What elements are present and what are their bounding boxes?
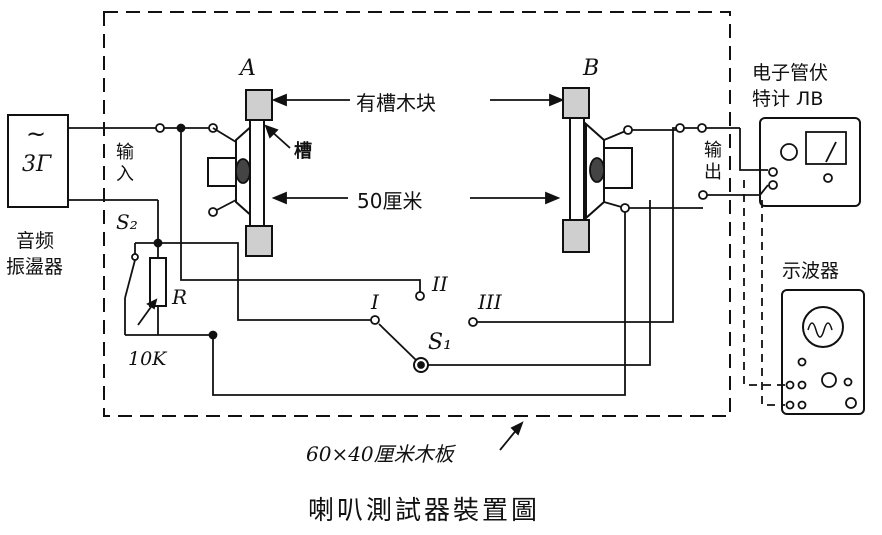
switch-pos-I-terminal xyxy=(370,315,380,325)
voltmeter-label-1: 电子管伏 xyxy=(752,62,829,84)
voltmeter-knob xyxy=(780,143,798,161)
wire-s1-common xyxy=(428,200,651,366)
wooden-board-outline xyxy=(103,11,731,417)
switch-pos-III-label: III xyxy=(478,290,502,314)
output-terminal-top-right xyxy=(697,123,707,133)
oscilloscope-knob-small-2 xyxy=(843,377,853,387)
switch-s1-blade xyxy=(378,323,417,361)
speaker-a-label: A xyxy=(240,56,256,81)
output-terminal-bottom-left xyxy=(698,190,708,200)
voltmeter-dial xyxy=(805,131,847,165)
speaker-a xyxy=(207,89,273,257)
switch-pos-II-terminal xyxy=(415,291,425,301)
audio-oscillator-box xyxy=(7,114,69,208)
resistor-r-label: R xyxy=(172,285,188,309)
oscilloscope-input-3 xyxy=(785,400,795,410)
voltmeter-box xyxy=(759,117,861,207)
output-terminal-top-left xyxy=(675,123,685,133)
voltmeter-label-2: 特计 ЛВ xyxy=(752,88,824,110)
voltmeter-needle xyxy=(825,141,837,163)
resistor-value-label: 10K xyxy=(128,348,167,370)
resistor-r xyxy=(149,257,167,307)
speaker-b-label: B xyxy=(583,56,600,81)
board-label: 60×40厘米木板 xyxy=(306,442,454,466)
oscilloscope-label: 示波器 xyxy=(782,260,840,282)
groove-label: 槽 xyxy=(294,141,312,162)
wire-output-to-meter-2 xyxy=(707,184,769,196)
oscilloscope-box xyxy=(781,289,865,415)
output-label: 输出 xyxy=(704,140,722,183)
input-label: 输入 xyxy=(116,142,134,185)
oscilloscope-input-2 xyxy=(797,380,807,390)
oscilloscope-input-1 xyxy=(785,380,795,390)
groove-pointer-head xyxy=(264,124,279,139)
wire-bottom-long xyxy=(212,208,626,396)
oscilloscope-knob-small-3 xyxy=(845,397,857,409)
dimension-left-head xyxy=(271,191,287,205)
oscillator-symbol: ~ xyxy=(26,120,47,148)
oscillator-name-1: 音频 xyxy=(16,230,55,252)
resistor-arrowhead xyxy=(146,298,158,310)
wire-to-switch-I xyxy=(158,242,372,321)
s2-pivot xyxy=(131,253,139,261)
voltmeter-terminal-1 xyxy=(768,167,778,177)
oscilloscope-screen xyxy=(802,306,844,348)
oscilloscope-input-4 xyxy=(797,400,807,410)
arrowhead-block-b xyxy=(549,93,565,107)
grooved-block-label: 有槽木块 xyxy=(356,91,436,115)
input-terminal-1 xyxy=(155,123,165,133)
voltmeter-terminal-3 xyxy=(823,173,833,183)
diagram-caption: 喇叭測試器裝置圖 xyxy=(308,496,541,526)
switch-pos-II-label: II xyxy=(432,272,448,296)
oscilloscope-wave xyxy=(807,322,833,338)
voltmeter-terminal-2 xyxy=(768,180,778,190)
oscilloscope-knob-large xyxy=(821,372,837,388)
wire-III-to-output xyxy=(477,127,698,323)
oscillator-model: 3Γ xyxy=(22,152,52,177)
switch-s2-label: S₂ xyxy=(116,210,138,234)
input-terminal-2 xyxy=(208,123,218,133)
arrowhead-block-a xyxy=(271,93,287,107)
board-label-arrowhead xyxy=(510,421,524,436)
dimension-right-head xyxy=(545,191,561,205)
switch-pos-III-terminal xyxy=(468,317,478,327)
speaker-b xyxy=(562,87,633,253)
distance-label: 50厘米 xyxy=(357,189,423,213)
switch-s1-label: S₁ xyxy=(428,330,452,355)
scope-lead-1 xyxy=(743,180,785,386)
switch-s2-blade xyxy=(124,259,136,299)
oscillator-name-2: 振盪器 xyxy=(6,256,64,278)
oscilloscope-knob-small-1 xyxy=(797,357,807,367)
wire-output-to-meter-1 xyxy=(739,128,768,171)
switch-s1-pivot-inner xyxy=(417,361,425,369)
wire-left-vertical xyxy=(180,128,421,292)
switch-pos-I-label: I xyxy=(371,290,379,314)
